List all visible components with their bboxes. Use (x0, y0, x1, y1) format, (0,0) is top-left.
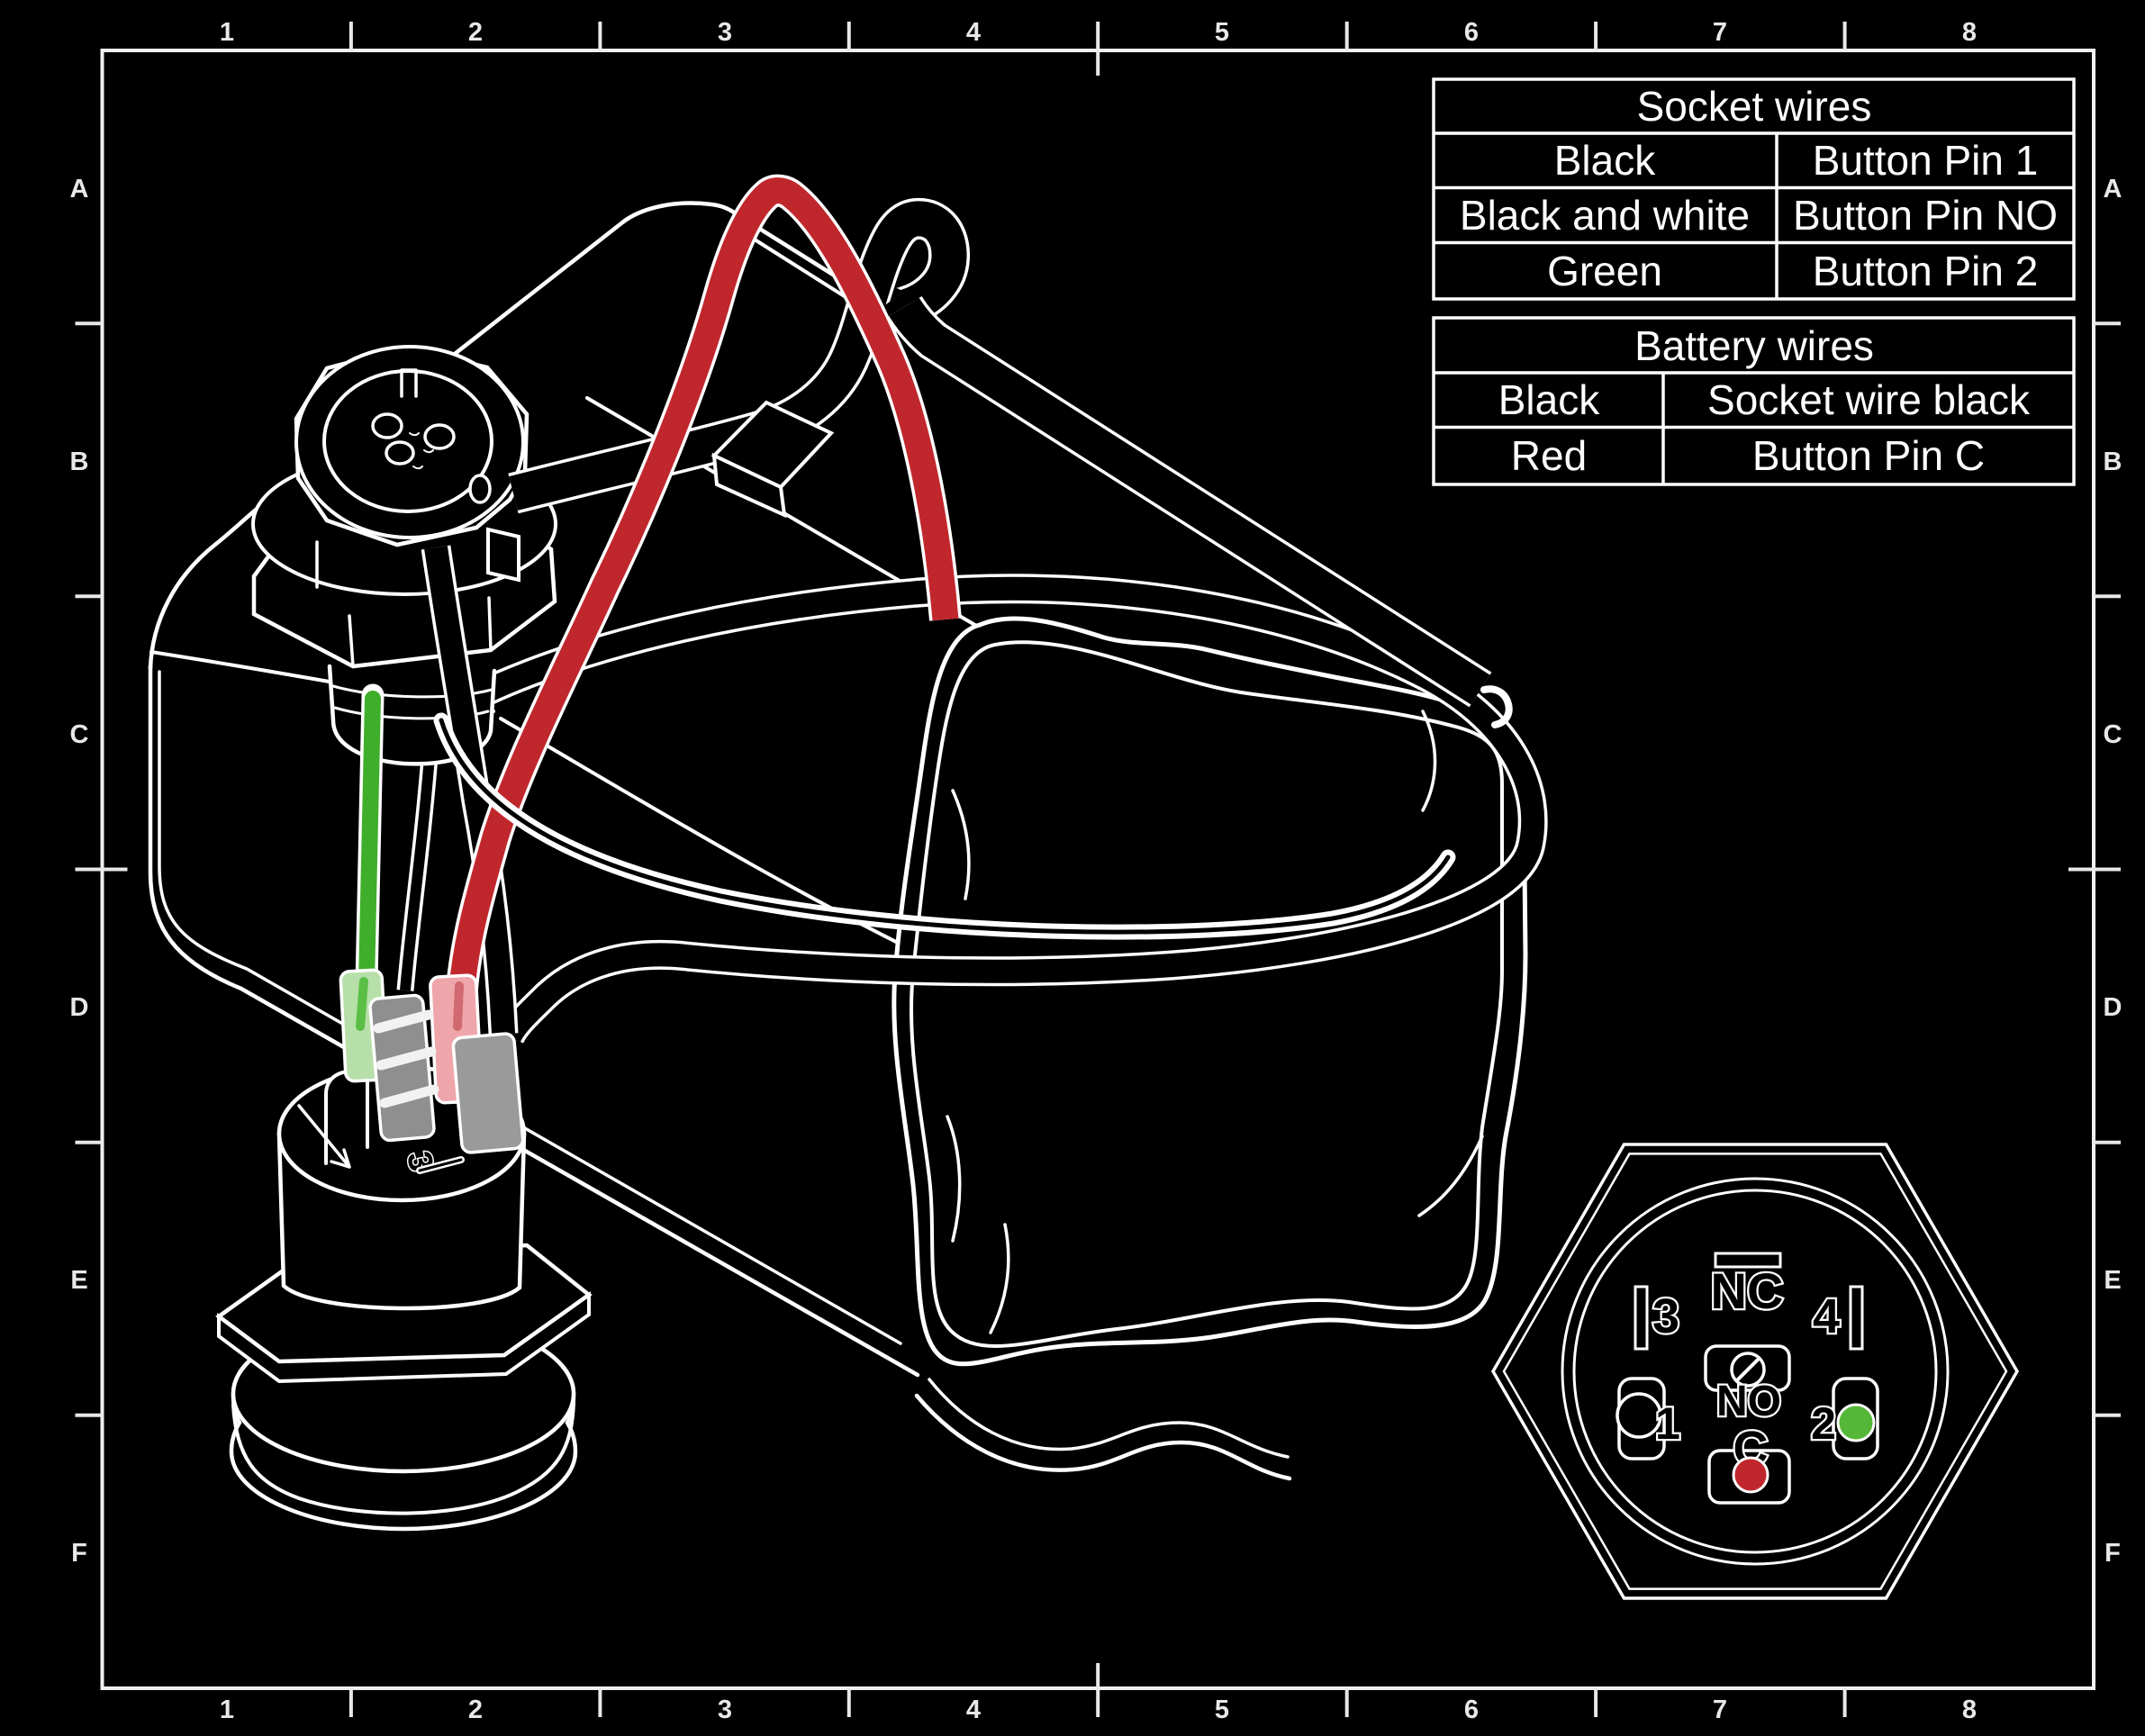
svg-text:7: 7 (1713, 18, 1727, 47)
svg-text:Battery wires: Battery wires (1634, 322, 1874, 369)
svg-text:5: 5 (1215, 1695, 1229, 1724)
svg-text:Black and white: Black and white (1460, 192, 1750, 239)
svg-text:F: F (71, 1539, 87, 1568)
svg-text:7: 7 (1713, 1695, 1727, 1724)
svg-text:B: B (70, 448, 89, 476)
svg-text:A: A (2104, 175, 2122, 203)
svg-text:1: 1 (220, 1695, 234, 1724)
svg-text:6: 6 (1464, 18, 1479, 47)
svg-text:NO: NO (1716, 1378, 1781, 1425)
svg-text:3: 3 (718, 1695, 732, 1724)
svg-text:3: 3 (1652, 1289, 1679, 1343)
svg-text:Socket wires: Socket wires (1637, 83, 1872, 130)
svg-text:D: D (2104, 993, 2122, 1022)
svg-text:Button Pin C: Button Pin C (1752, 432, 1985, 479)
svg-text:Green: Green (1547, 248, 1662, 294)
svg-text:1: 1 (1655, 1398, 1680, 1449)
svg-text:Socket wire black: Socket wire black (1707, 376, 2031, 423)
svg-text:Red: Red (1511, 432, 1587, 479)
svg-text:8: 8 (1962, 18, 1977, 47)
svg-text:F: F (2104, 1539, 2121, 1568)
svg-text:Button Pin NO: Button Pin NO (1793, 192, 2058, 239)
svg-text:4: 4 (966, 1695, 981, 1724)
svg-text:8: 8 (1962, 1695, 1977, 1724)
svg-text:E: E (70, 1266, 87, 1295)
svg-text:3: 3 (718, 18, 732, 47)
svg-text:4: 4 (966, 18, 981, 47)
svg-text:Black: Black (1498, 376, 1600, 423)
svg-text:2: 2 (468, 18, 483, 47)
svg-text:Button Pin 1: Button Pin 1 (1813, 137, 2039, 184)
svg-text:2: 2 (468, 1695, 483, 1724)
svg-text:E: E (2104, 1266, 2121, 1295)
svg-text:1: 1 (220, 18, 234, 47)
svg-text:C: C (70, 720, 89, 749)
svg-text:D: D (70, 993, 89, 1022)
svg-text:NC: NC (1711, 1262, 1784, 1319)
svg-text:Black: Black (1554, 137, 1656, 184)
svg-text:2: 2 (1811, 1398, 1836, 1449)
svg-text:Button Pin 2: Button Pin 2 (1813, 248, 2039, 294)
svg-text:C: C (2104, 720, 2122, 749)
svg-text:4: 4 (1813, 1289, 1840, 1343)
svg-text:B: B (2104, 448, 2122, 476)
svg-text:5: 5 (1215, 18, 1229, 47)
svg-text:A: A (70, 175, 89, 203)
svg-text:6: 6 (1464, 1695, 1479, 1724)
